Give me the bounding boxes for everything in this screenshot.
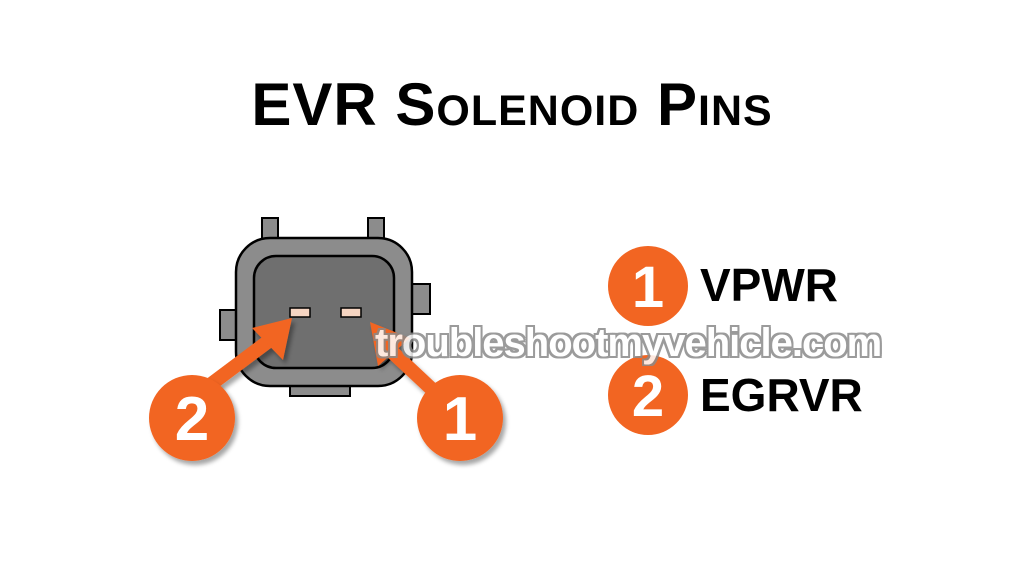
legend-badge-2-number: 2 — [632, 364, 664, 429]
callout-pin-2-number: 2 — [175, 385, 209, 454]
callout-pin-1-number: 1 — [443, 385, 477, 454]
legend-badge-2: 2 — [608, 355, 688, 435]
legend-badge-1-number: 1 — [632, 255, 664, 320]
legend-label-egrvr: EGRVR — [700, 369, 863, 421]
connector-body — [219, 217, 431, 397]
callout-pin-2: 2 — [149, 375, 235, 461]
arrow-to-pin-2 — [205, 318, 292, 391]
callout-pin-1: 1 — [417, 375, 503, 461]
page-title: EVR SOLENOID PINS — [0, 70, 1024, 146]
pin-1 — [340, 307, 362, 318]
watermark-text: troubleshootmyvehicle.com — [375, 321, 882, 365]
title-word-evr: EVR — [251, 71, 378, 138]
title-word-solenoid: SOLENOID — [395, 71, 640, 138]
pin-2 — [289, 307, 311, 318]
legend-badge-1: 1 — [608, 246, 688, 326]
title-word-pins: PINS — [656, 71, 773, 138]
legend-label-vpwr: VPWR — [700, 259, 838, 311]
